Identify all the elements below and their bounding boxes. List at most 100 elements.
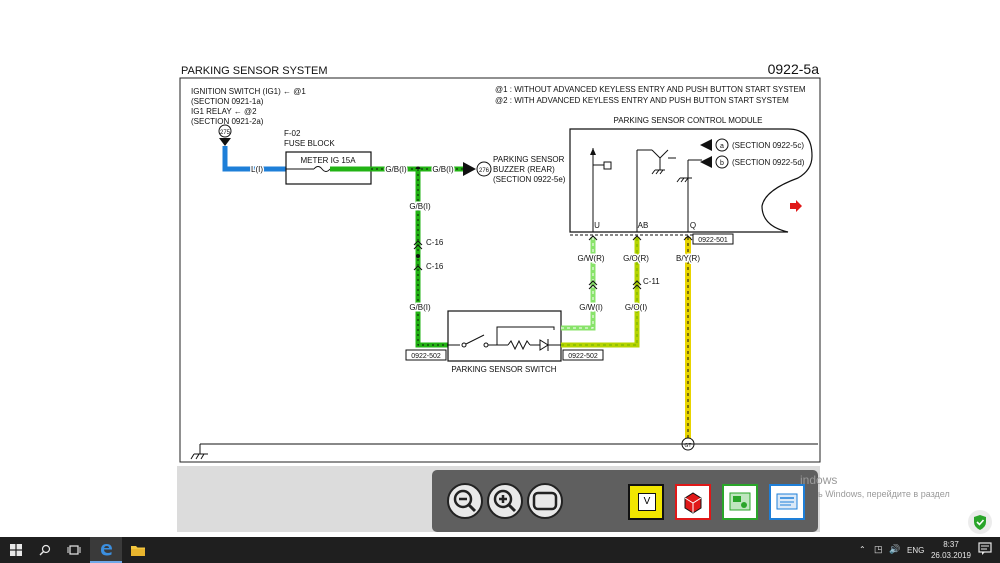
- wire-label-gw-r: G/W(R): [577, 254, 604, 263]
- fit-window-button[interactable]: [527, 483, 563, 519]
- buzzer-node-circle: [476, 161, 492, 177]
- buzzer-arrow-icon: [463, 162, 476, 176]
- ref-a-text: (SECTION 0922-5c): [732, 141, 804, 150]
- module-pin-chevrons: [588, 235, 693, 241]
- location-button[interactable]: [722, 484, 758, 520]
- pin-u-arrow-icon: [590, 148, 596, 155]
- voltage-button[interactable]: V: [628, 484, 664, 520]
- windows-logo-icon: [10, 544, 22, 556]
- task-view-icon: [67, 545, 81, 555]
- continue-arrow-icon: [790, 200, 802, 212]
- wire-label-go-i: G/O(I): [625, 303, 648, 312]
- pin-q: Q: [690, 221, 696, 230]
- component-button[interactable]: [675, 484, 711, 520]
- zoom-out-button[interactable]: [447, 483, 483, 519]
- fit-window-icon: [532, 491, 558, 511]
- volume-icon[interactable]: 🔊: [889, 544, 901, 554]
- switch-name: PARKING SENSOR SWITCH: [451, 365, 556, 374]
- module-connector: [692, 233, 734, 245]
- diagram-title: PARKING SENSOR SYSTEM: [181, 65, 328, 77]
- wire-label-gb-2: G/B(I): [432, 165, 454, 174]
- search-icon: [39, 544, 51, 556]
- switch-connector-right-label: 0922-502: [568, 353, 598, 360]
- clock-date[interactable]: 26.03.2019: [930, 551, 972, 560]
- switch-connector-left-label: 0922-502: [411, 353, 441, 360]
- ref-b-text: (SECTION 0922-5d): [732, 158, 805, 167]
- fuse-id: F-02: [284, 129, 301, 138]
- component-box-icon: [684, 492, 702, 514]
- connector-c16-a: C-16: [426, 238, 444, 247]
- task-view-button[interactable]: [60, 537, 88, 563]
- tray-chevron-icon[interactable]: ⌃: [859, 545, 866, 554]
- pin-u-resistor: [603, 161, 612, 170]
- source-line-3: IG1 RELAY ← @2: [191, 107, 257, 116]
- wire-label-by-r: B/Y(R): [676, 254, 700, 263]
- ground-node: GT: [685, 443, 692, 449]
- switch-connector-right: [562, 349, 604, 361]
- wire-label-go-r: G/O(R): [623, 254, 649, 263]
- module-title: PARKING SENSOR CONTROL MODULE: [614, 116, 763, 125]
- fuse-label: METER IG 15A: [300, 156, 356, 165]
- module-connector-label: 0922-501: [698, 237, 728, 244]
- diode-icon: [539, 339, 549, 351]
- search-button[interactable]: [32, 537, 58, 563]
- wire-label-gb-3: G/B(I): [409, 202, 431, 211]
- zoom-in-icon: [493, 489, 517, 513]
- connector-c11-symbol: [588, 280, 642, 290]
- edge-taskbar-button[interactable]: [90, 537, 122, 563]
- fuse-icon: [313, 166, 331, 172]
- clock-time[interactable]: 8:37: [943, 540, 959, 549]
- transistor-emitter: [659, 149, 669, 159]
- activation-watermark: indows: [800, 473, 838, 487]
- ref-a-circle: [715, 138, 729, 152]
- pin-q-ground-icon: [676, 177, 692, 183]
- control-module: [569, 128, 813, 233]
- language-indicator[interactable]: ENG: [907, 546, 925, 555]
- ref-a-arrow-icon: [700, 139, 712, 151]
- fuse-block-name: FUSE BLOCK: [284, 139, 335, 148]
- start-button[interactable]: [0, 537, 32, 563]
- buzzer-line-2: BUZZER (REAR): [493, 165, 555, 174]
- wire-label-gb-4: G/B(I): [409, 303, 431, 312]
- voltage-icon: V: [638, 493, 656, 511]
- folder-icon: [131, 545, 145, 556]
- taskbar: [0, 537, 1000, 563]
- activation-watermark-sub: ь Windows, перейдите в раздел: [818, 489, 950, 499]
- edge-browser-icon: [101, 544, 112, 556]
- explorer-taskbar-button[interactable]: [124, 537, 152, 563]
- source-node: 275: [220, 130, 231, 136]
- wire-label-l-i: L(I): [251, 165, 263, 174]
- source-line-1: IGNITION SWITCH (IG1) ← @1: [191, 87, 306, 96]
- location-map-icon: [729, 492, 751, 511]
- wire-yellow-green-stripe: [561, 237, 638, 346]
- transistor-icon: [651, 149, 661, 159]
- diagram-code: 0922-5a: [768, 61, 820, 77]
- switch-contact-2: [483, 342, 489, 348]
- pin-u: U: [594, 221, 600, 230]
- connector-c16-b: C-16: [426, 262, 444, 271]
- resistor-icon: [507, 339, 531, 351]
- info-button[interactable]: [769, 484, 805, 520]
- action-center-button[interactable]: [978, 542, 992, 559]
- wire-label-gw-i: G/W(I): [579, 303, 603, 312]
- wire-light-green-stripe: [561, 237, 594, 329]
- switch-contact-1: [461, 342, 467, 348]
- ref-b-arrow-icon: [700, 156, 712, 168]
- connector-c16-symbol: [413, 240, 423, 250]
- pin-ab: AB: [638, 221, 649, 230]
- buzzer-line-3: (SECTION 0922-5e): [493, 175, 566, 184]
- wire-green-vertical-stripe: [417, 169, 448, 346]
- buzzer-line-1: PARKING SENSOR: [493, 155, 565, 164]
- source-line-4: (SECTION 0921-2a): [191, 117, 264, 126]
- wire-blue: [222, 146, 286, 172]
- defender-badge[interactable]: [968, 510, 992, 534]
- switch-connector-left: [405, 349, 447, 361]
- connector-c16-symbol-2: [413, 265, 423, 271]
- connector-c16-pin: [416, 254, 420, 258]
- module-ground-icon: [651, 169, 665, 175]
- zoom-in-button[interactable]: [487, 483, 523, 519]
- network-icon[interactable]: ◳: [874, 544, 883, 554]
- notification-icon: [978, 542, 992, 555]
- switch-lever-icon: [465, 334, 485, 345]
